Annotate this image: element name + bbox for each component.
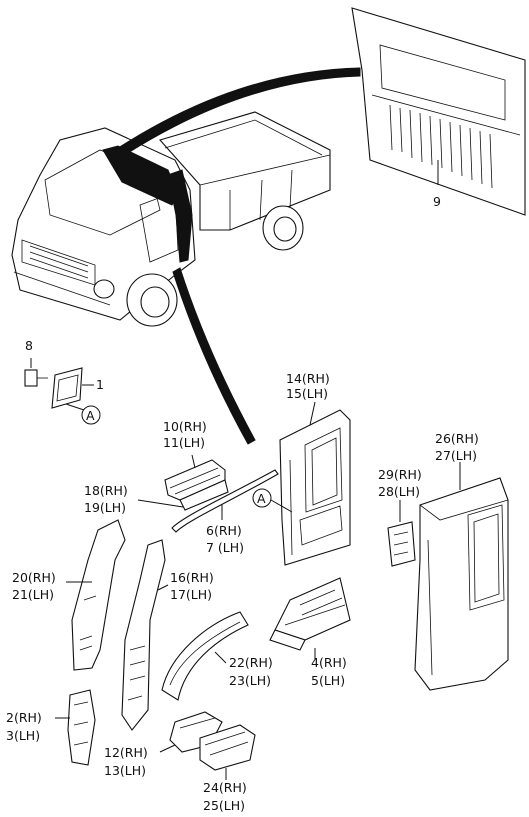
- floor-member-part-4: [269, 577, 351, 651]
- leader-12: [159, 744, 176, 753]
- label-7: 7 (LH): [206, 540, 244, 555]
- label-1: 1: [96, 377, 104, 392]
- label-26: 26(RH): [435, 431, 479, 446]
- leader-16: [157, 584, 169, 591]
- rail-part-10: [164, 459, 229, 511]
- wheel-arch-part-22: [161, 611, 249, 701]
- leader-18: [137, 499, 184, 508]
- pillar-part-16: [121, 539, 166, 731]
- label-22: 22(RH): [229, 655, 273, 670]
- label-24: 24(RH): [203, 780, 247, 795]
- truck-illustration: [11, 111, 331, 327]
- label-3: 3(LH): [6, 728, 40, 743]
- lower-pillar-part-2: [67, 689, 96, 766]
- molding-part-6: [171, 469, 279, 533]
- label-21: 21(LH): [12, 587, 54, 602]
- label-19: 19(LH): [84, 500, 126, 515]
- label-16: 16(RH): [170, 570, 214, 585]
- reference-circle-a-left: [81, 405, 101, 425]
- leader-22: [214, 651, 227, 664]
- label-18: 18(RH): [84, 483, 128, 498]
- label-28: 28(LH): [378, 484, 420, 499]
- label-29: 29(RH): [378, 467, 422, 482]
- label-15: 15(LH): [286, 386, 328, 401]
- leader-cab-parts: [172, 267, 256, 445]
- label-a-left: A: [86, 408, 95, 423]
- leader-a-right: [270, 499, 293, 513]
- label-20: 20(RH): [12, 570, 56, 585]
- label-9: 9: [433, 194, 441, 209]
- label-6: 6(RH): [206, 523, 242, 538]
- outer-panel-part-26: [414, 477, 509, 691]
- step-part-24: [199, 724, 256, 771]
- leader-10: [191, 454, 196, 469]
- inner-panel-part-14: [279, 409, 351, 566]
- label-23: 23(LH): [229, 673, 271, 688]
- label-5: 5(LH): [311, 673, 345, 688]
- label-17: 17(LH): [170, 587, 212, 602]
- label-a-right: A: [257, 491, 266, 506]
- label-11: 11(LH): [163, 435, 205, 450]
- rear-panel-part-9: [351, 7, 526, 216]
- label-8: 8: [25, 338, 33, 353]
- reference-circle-a-right: [252, 488, 272, 508]
- bracket-part-29: [387, 521, 416, 567]
- label-13: 13(LH): [104, 763, 146, 778]
- label-12: 12(RH): [104, 745, 148, 760]
- bracket-part-1: [51, 367, 94, 411]
- label-2: 2(RH): [6, 710, 42, 725]
- label-14: 14(RH): [286, 371, 330, 386]
- pillar-part-20: [71, 519, 126, 671]
- label-27: 27(LH): [435, 448, 477, 463]
- bolt-part-8: [24, 358, 48, 387]
- leader-14: [309, 401, 316, 426]
- label-10: 10(RH): [163, 419, 207, 434]
- label-25: 25(LH): [203, 798, 245, 813]
- leader-rear-panel: [114, 67, 361, 159]
- label-4: 4(RH): [311, 655, 347, 670]
